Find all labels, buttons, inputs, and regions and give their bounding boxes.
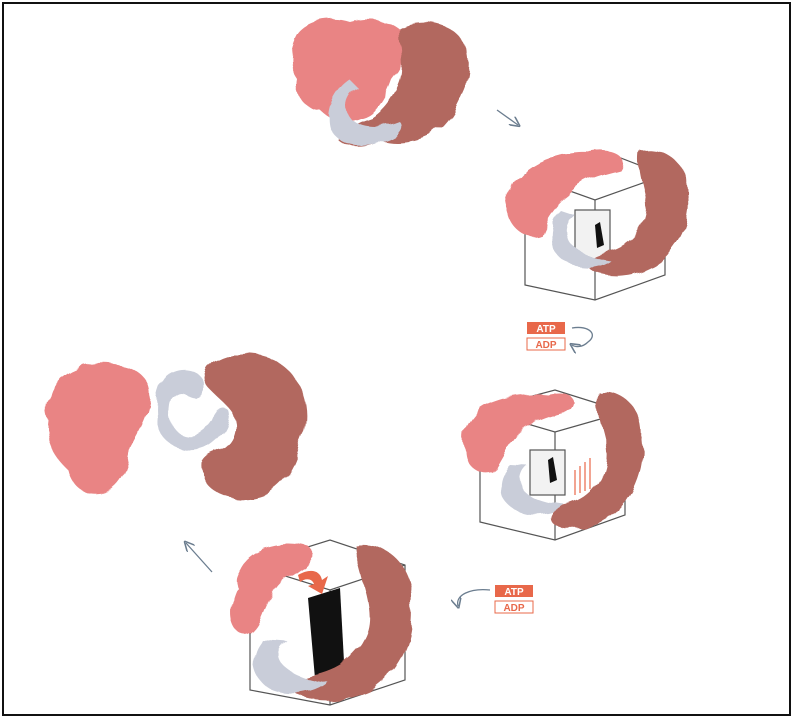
arrow-1-to-2 [497,110,518,125]
state-release [232,540,413,705]
state-cage-bound [506,149,689,300]
atp-adp-label-1: ATP ADP [527,322,592,351]
adp-text: ADP [503,603,524,614]
pink-domain [46,363,150,494]
state-top-complex [291,19,469,146]
cycle-arrow-icon [458,590,490,606]
state-hydrolysis [464,390,643,540]
atp-adp-label-2: ATP ADP [458,585,533,614]
atp-text: ATP [504,587,524,598]
cycle-arrow-icon [572,327,592,346]
atp-text: ATP [536,324,556,335]
arrow-4-to-5 [186,543,212,572]
state-unfolded [46,354,307,499]
adp-text: ADP [535,340,556,351]
